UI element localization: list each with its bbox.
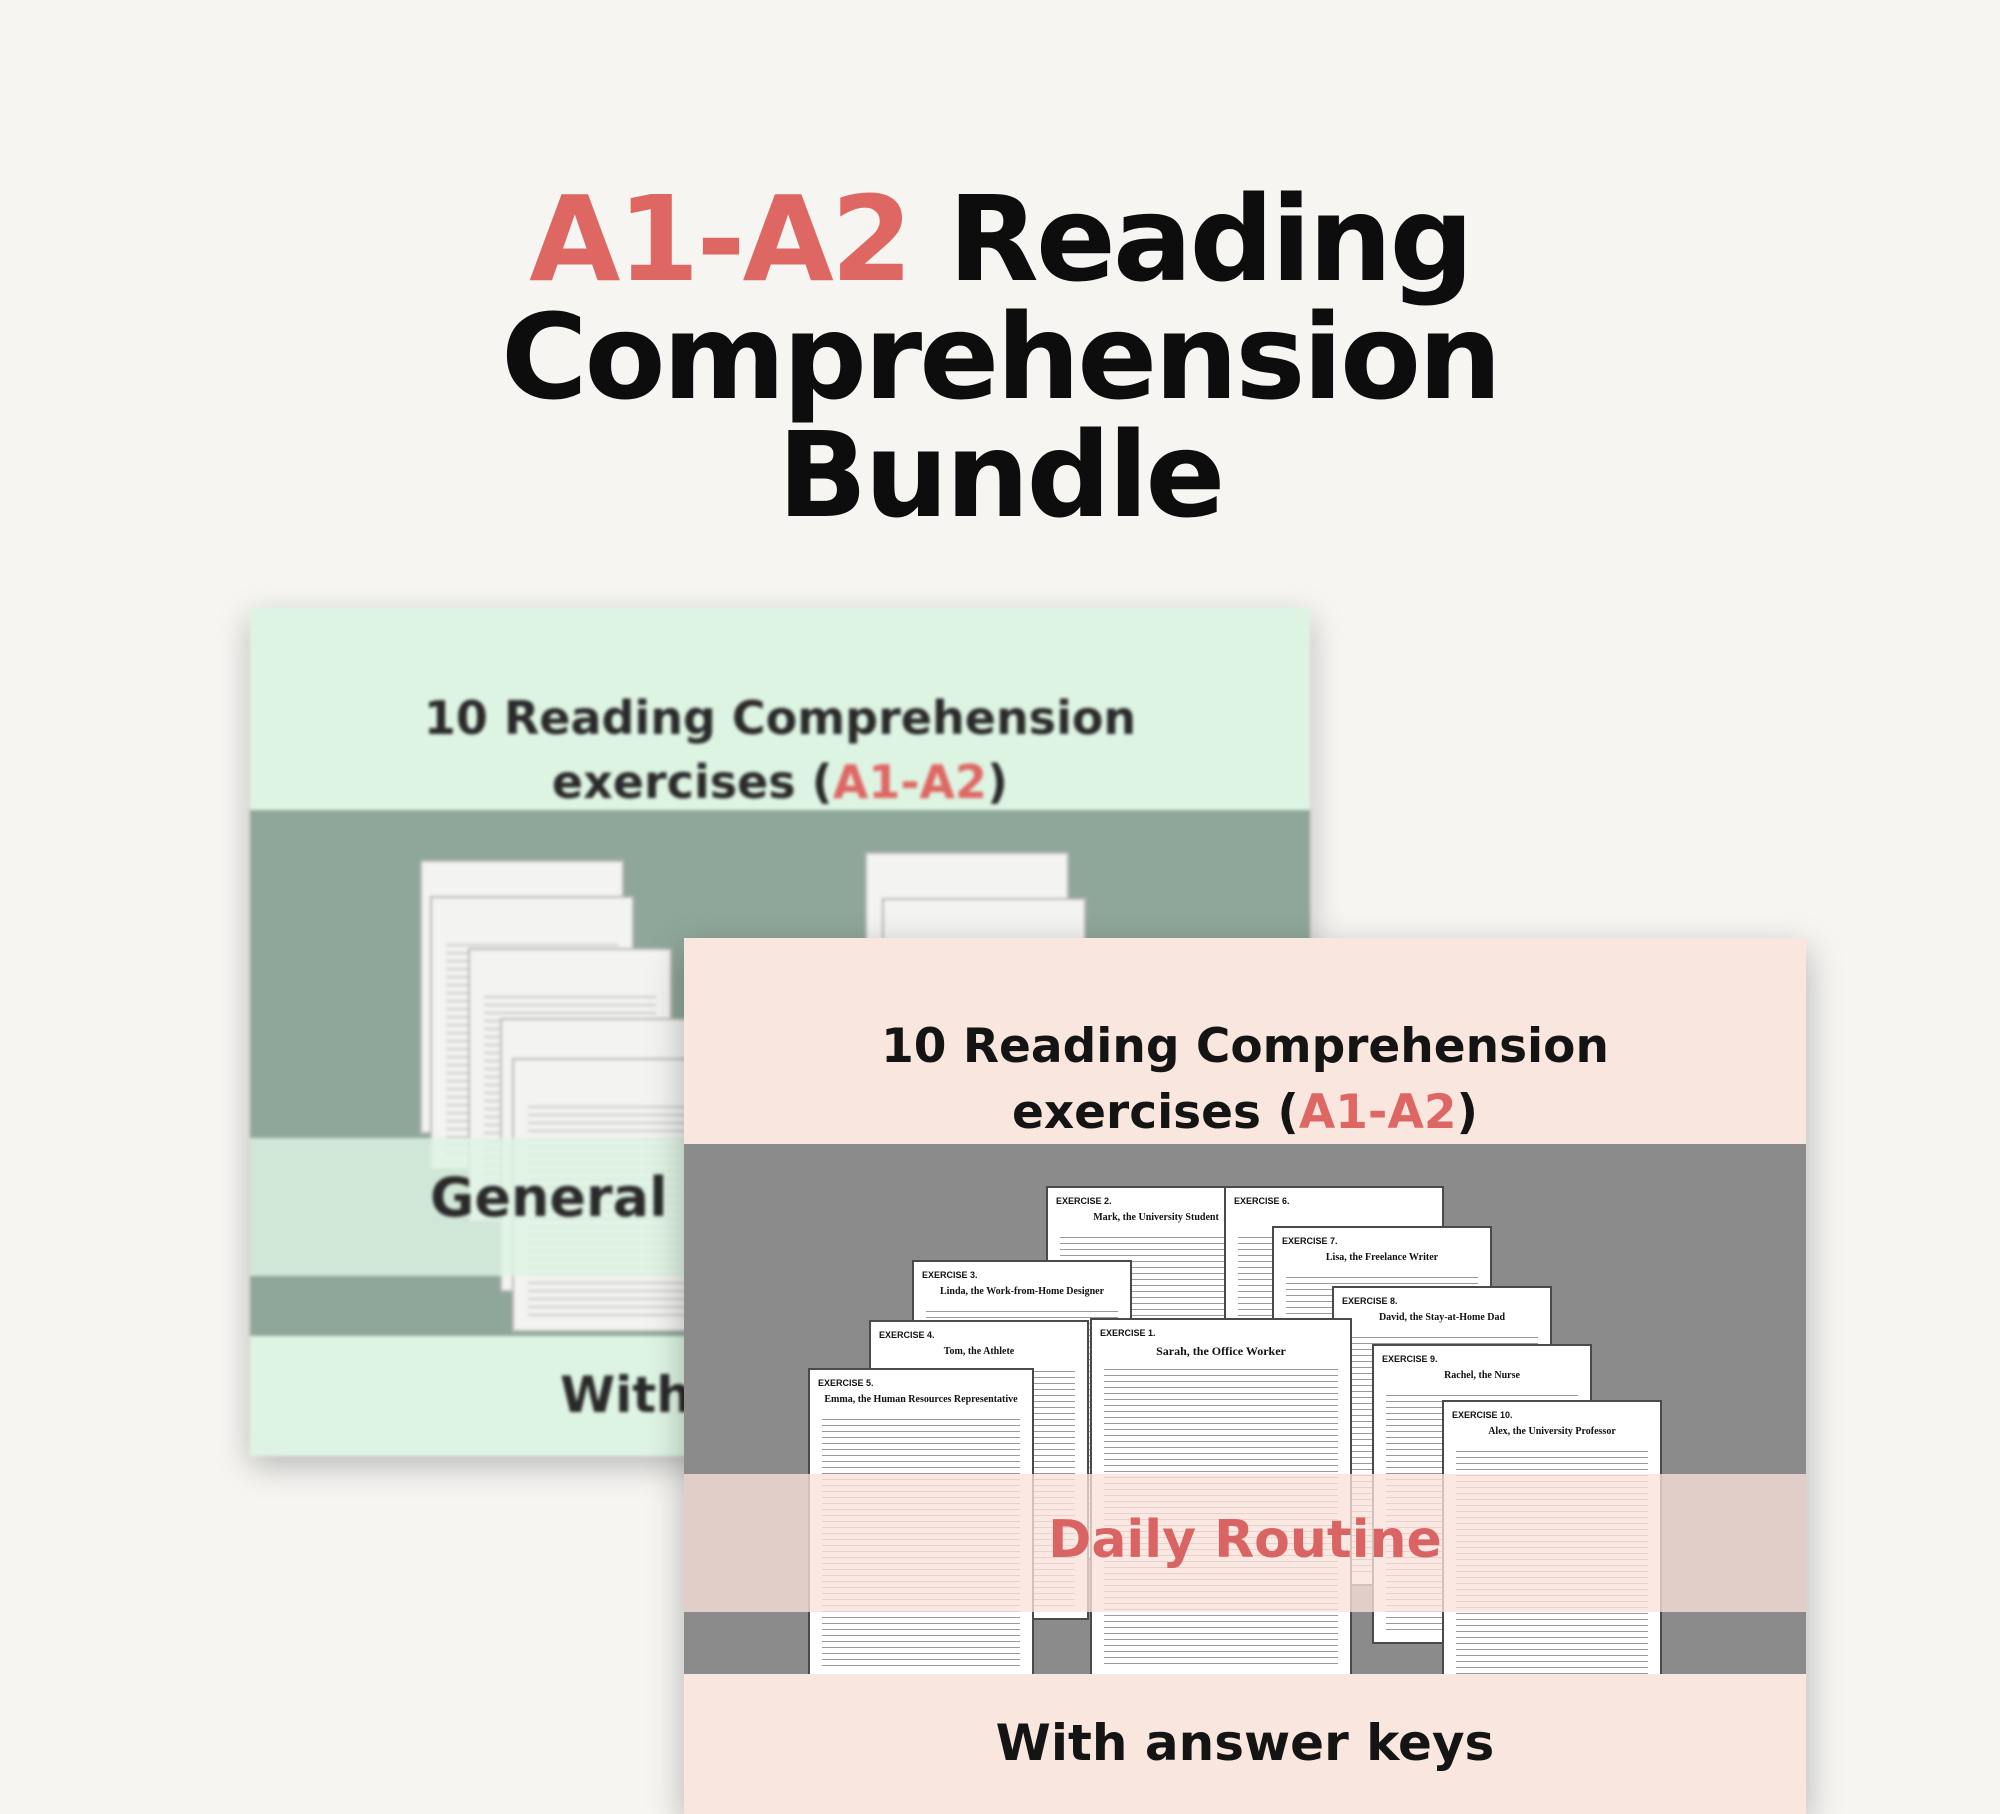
worksheet-exercise-number: EXERCISE 10.: [1452, 1410, 1513, 1420]
worksheet-exercise-number: EXERCISE 8.: [1342, 1296, 1398, 1306]
worksheet-title: David, the Stay-at-Home Dad: [1378, 1312, 1506, 1323]
back-card-heading-line2: exercises (A1-A2): [250, 750, 1310, 814]
worksheet-exercise-number: EXERCISE 7.: [1282, 1236, 1338, 1246]
worksheet-title: Linda, the Work-from-Home Designer: [939, 1286, 1105, 1297]
title-line-3: Bundle: [777, 406, 1226, 544]
front-card-footer-text: With answer keys: [995, 1714, 1495, 1772]
back-heading-accent: A1-A2: [832, 755, 988, 809]
front-card-heading-line1: 10 Reading Comprehension: [881, 1019, 1609, 1074]
title-accent: A1-A2: [529, 170, 913, 308]
front-card-band: Daily Routine: [684, 1474, 1806, 1612]
front-card-header: 10 Reading Comprehension exercises (A1-A…: [684, 938, 1806, 1144]
worksheet-exercise-number: EXERCISE 1.: [1100, 1328, 1156, 1338]
worksheet-title: Rachel, the Nurse: [1444, 1370, 1520, 1381]
front-heading-pre: exercises (: [1011, 1085, 1299, 1140]
front-card-band-text: Daily Routine: [1048, 1510, 1442, 1570]
back-heading-pre: exercises (: [551, 755, 833, 809]
back-card-heading: 10 Reading Comprehension exercises (A1-A…: [250, 686, 1310, 814]
back-card-header: 10 Reading Comprehension exercises (A1-A…: [250, 608, 1310, 810]
worksheet-title: Mark, the University Student: [1093, 1212, 1219, 1223]
worksheet-exercise-number: EXERCISE 6.: [1234, 1196, 1290, 1206]
back-card-heading-line1: 10 Reading Comprehension: [423, 691, 1137, 745]
back-heading-post: ): [987, 755, 1009, 809]
main-title: A1-A2 Reading Comprehension Bundle: [0, 180, 2000, 534]
worksheet-title: Emma, the Human Resources Representative: [824, 1394, 1018, 1405]
worksheet-exercise-number: EXERCISE 2.: [1056, 1196, 1112, 1206]
front-card-heading: 10 Reading Comprehension exercises (A1-A…: [684, 1014, 1806, 1146]
back-card-footer-text: With: [560, 1366, 692, 1424]
worksheet-exercise-number: EXERCISE 9.: [1382, 1354, 1438, 1364]
worksheet-exercise-number: EXERCISE 5.: [818, 1378, 874, 1388]
title-line1-rest: Reading: [909, 170, 1474, 308]
front-heading-accent: A1-A2: [1298, 1085, 1457, 1140]
worksheet-title: Lisa, the Freelance Writer: [1325, 1252, 1439, 1263]
worksheet-title: Tom, the Athlete: [943, 1346, 1015, 1357]
worksheet-exercise-number: EXERCISE 3.: [922, 1270, 978, 1280]
worksheet-exercise-number: EXERCISE 4.: [879, 1330, 935, 1340]
front-card-heading-line2: exercises (A1-A2): [684, 1080, 1806, 1146]
title-line-2: Comprehension: [500, 288, 1502, 426]
front-product-card: 10 Reading Comprehension exercises (A1-A…: [684, 938, 1806, 1814]
worksheet-title: Sarah, the Office Worker: [1156, 1344, 1286, 1358]
front-heading-post: ): [1456, 1085, 1479, 1140]
worksheet-title: Alex, the University Professor: [1488, 1426, 1616, 1437]
front-card-footer: With answer keys: [684, 1674, 1806, 1814]
title-line-1: A1-A2 Reading: [0, 180, 2000, 298]
